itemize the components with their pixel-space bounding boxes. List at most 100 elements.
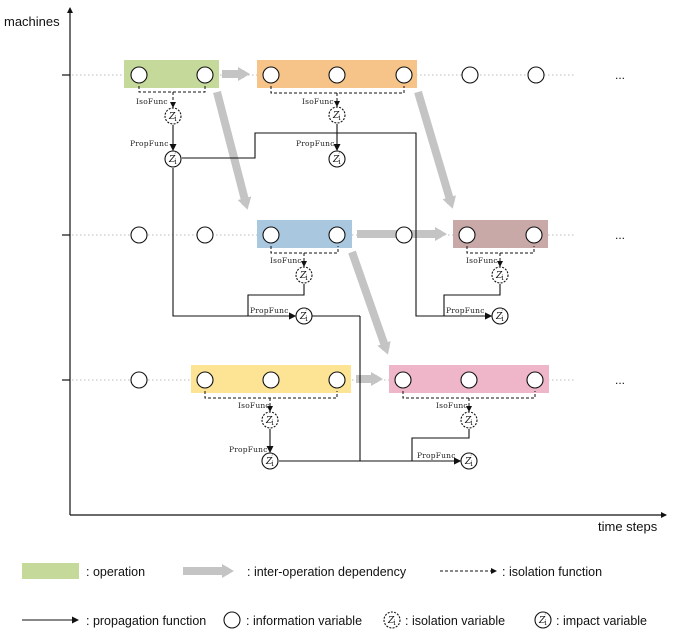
- impact-variable: Z ′ i: [460, 452, 478, 470]
- isofunc-label: IsoFunc: [238, 401, 270, 410]
- function-labels: IsoFunc IsoFunc IsoFunc IsoFunc IsoFunc …: [130, 97, 498, 460]
- information-variable: [525, 226, 543, 244]
- isofunc-label: IsoFunc: [270, 256, 302, 265]
- legend-impact-variable-glyph: Z: [538, 616, 546, 626]
- isolation-variable: Z i: [164, 107, 182, 125]
- isolation-bracket: [204, 391, 338, 399]
- legend-operation-label: : operation: [86, 565, 145, 579]
- y-axis-label: machines: [4, 14, 60, 29]
- impact-variable-subscript: i: [471, 460, 474, 468]
- information-variable: [328, 371, 346, 389]
- legend-impact-variable-node: Z ′ i: [534, 611, 552, 629]
- impact-variable-superscript: ′: [502, 309, 504, 317]
- information-variable: [196, 226, 214, 244]
- legend-impact-variable-subscript: i: [545, 619, 548, 627]
- propfunc-label: PropFunc: [296, 139, 335, 148]
- legend-impact-variable-superscript: ′: [545, 613, 547, 621]
- isolation-variable-glyph: Z: [168, 112, 176, 122]
- impact-variable-subscript: i: [272, 460, 275, 468]
- information-variable: [461, 66, 479, 84]
- propfunc-label: PropFunc: [250, 306, 289, 315]
- impact-variable-glyph: Z: [299, 312, 307, 322]
- information-variable: [130, 226, 148, 244]
- impact-variable-glyph: Z: [464, 457, 472, 467]
- legend-operation-swatch: [22, 563, 79, 579]
- propfunc-label: PropFunc: [130, 139, 169, 148]
- information-variable: [130, 66, 148, 84]
- propagation-arrow: [182, 132, 492, 320]
- isolation-variable-glyph: Z: [332, 111, 340, 121]
- impact-variable-superscript: ′: [339, 152, 341, 160]
- propfunc-label: PropFunc: [446, 306, 485, 315]
- information-variable: [196, 371, 214, 389]
- information-variable: [394, 371, 412, 389]
- isolation-variable-subscript: i: [471, 419, 474, 427]
- isolation-variable: Z i: [328, 106, 346, 124]
- information-variable: [262, 226, 280, 244]
- impact-variable-subscript: i: [339, 158, 342, 166]
- isolation-variable: Z i: [491, 266, 509, 284]
- information-variable: [328, 226, 346, 244]
- impact-variable-glyph: Z: [495, 312, 503, 322]
- dependency-arrow: [414, 90, 456, 209]
- legend-isolation-variable-node: Z i: [383, 611, 401, 629]
- isolation-variable-glyph: Z: [265, 416, 273, 426]
- impact-variable: Z ′ i: [261, 452, 279, 470]
- impact-variables: Z ′ i Z ′ i Z ′ i Z ′ i Z ′ i: [164, 150, 509, 470]
- legend-impact-variable-label: : impact variable: [556, 614, 647, 628]
- x-axis-label: time steps: [598, 519, 658, 534]
- isofunc-label: IsoFunc: [302, 97, 334, 106]
- impact-variable: Z ′ i: [295, 307, 313, 325]
- isolation-variable-subscript: i: [272, 419, 275, 427]
- impact-variable-subscript: i: [175, 158, 178, 166]
- isolation-functions: [138, 86, 536, 412]
- propfunc-label: PropFunc: [417, 451, 456, 460]
- impact-variable: Z ′ i: [328, 150, 346, 168]
- information-variable: [262, 66, 280, 84]
- isolation-variable-glyph: Z: [299, 271, 307, 281]
- impact-variable-glyph: Z: [168, 155, 176, 165]
- isolation-variable: Z i: [295, 266, 313, 284]
- isolation-variable-glyph: Z: [495, 271, 503, 281]
- isolation-variable-subscript: i: [502, 274, 505, 282]
- information-variable: [527, 66, 545, 84]
- information-variable: [395, 226, 413, 244]
- information-variables: [130, 66, 545, 389]
- legend-information-variable-label: : information variable: [246, 614, 362, 628]
- propagation-functions: [169, 124, 501, 465]
- legend: : operation : inter-operation dependency…: [22, 563, 647, 629]
- information-variable: [460, 371, 478, 389]
- impact-variable: Z ′ i: [491, 307, 509, 325]
- impact-variable-superscript: ′: [471, 454, 473, 462]
- legend-isolation-function-label: : isolation function: [502, 565, 602, 579]
- legend-isolation-variable-glyph: Z: [387, 616, 395, 626]
- impact-variable-superscript: ′: [306, 309, 308, 317]
- isolation-variable-glyph: Z: [464, 416, 472, 426]
- isolation-variables: Z i Z i Z i Z i Z i Z i: [164, 106, 509, 429]
- information-variable: [526, 371, 544, 389]
- impact-variable-glyph: Z: [265, 457, 273, 467]
- impact-variable-subscript: i: [502, 315, 505, 323]
- impact-variable-superscript: ′: [175, 152, 177, 160]
- propfunc-label: PropFunc: [229, 445, 268, 454]
- information-variable: [395, 66, 413, 84]
- propagation-arrow: [172, 168, 296, 320]
- impact-variable-subscript: i: [306, 315, 309, 323]
- impact-variable-superscript: ′: [272, 454, 274, 462]
- dependency-arrow: [213, 90, 252, 210]
- dependency-arrow: [348, 250, 391, 355]
- isolation-variable-subscript: i: [339, 114, 342, 122]
- legend-information-variable-circle: [223, 611, 241, 629]
- information-variable: [328, 66, 346, 84]
- isolation-variable: Z i: [460, 411, 478, 429]
- information-variable: [130, 371, 148, 389]
- legend-isolation-variable-label: : isolation variable: [405, 614, 505, 628]
- legend-dependency-label: : inter-operation dependency: [247, 565, 407, 579]
- impact-variable: Z ′ i: [164, 150, 182, 168]
- ellipsis: ...: [615, 68, 625, 82]
- axes: machines time steps: [4, 7, 667, 534]
- isofunc-label: IsoFunc: [136, 97, 168, 106]
- ellipsis: ...: [615, 373, 625, 387]
- legend-isolation-variable-subscript: i: [394, 619, 397, 627]
